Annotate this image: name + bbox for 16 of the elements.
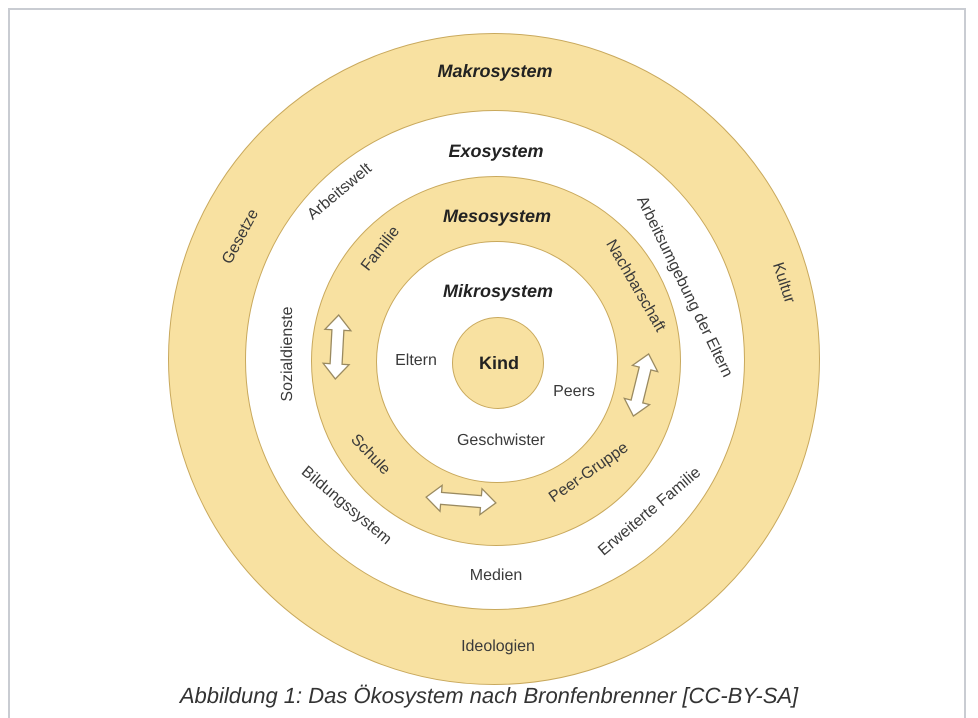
system-label: Ideologien <box>461 639 535 655</box>
system-label: Peers <box>553 384 595 400</box>
system-heading: Mesosystem <box>442 207 552 225</box>
system-label: Geschwister <box>456 433 546 449</box>
double-arrow <box>425 484 497 516</box>
system-heading: Exosystem <box>448 142 544 160</box>
system-label: Kultur <box>768 260 798 306</box>
double-arrow <box>322 314 352 380</box>
system-label: Sozialdienste <box>280 306 296 402</box>
figure-caption: Abbildung 1: Das Ökosystem nach Bronfenbrenner [CC-BY-SA] <box>178 683 800 709</box>
center-label: Kind <box>479 354 519 372</box>
double-arrow <box>623 352 659 418</box>
system-label: Medien <box>470 568 522 584</box>
system-heading: Mikrosystem <box>442 282 554 300</box>
system-label: Eltern <box>395 353 437 369</box>
system-heading: Makrosystem <box>437 62 553 80</box>
